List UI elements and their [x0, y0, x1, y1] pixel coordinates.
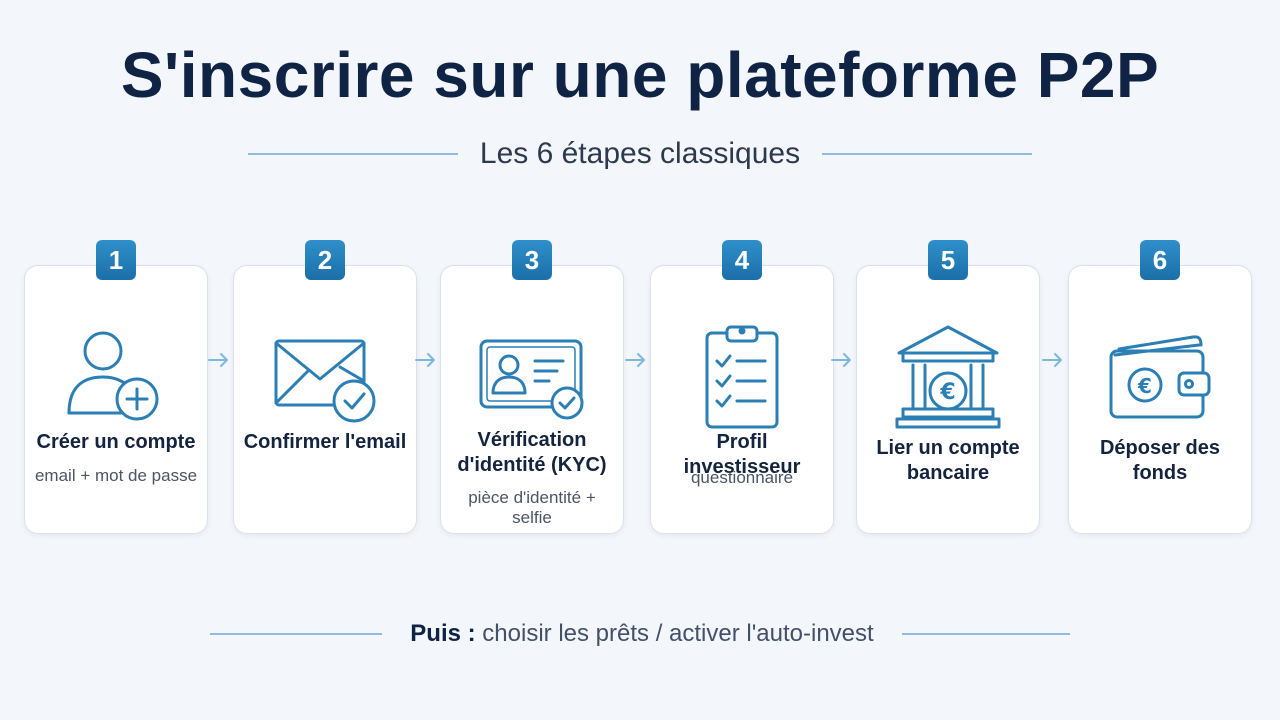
page-title: S'inscrire sur une plateforme P2P: [120, 39, 1160, 111]
step-6: 6 € Déposer des fonds: [1068, 240, 1252, 534]
step-description: questionnaire: [690, 468, 794, 487]
step-card: Confirmer l'email: [233, 265, 417, 534]
arrow-right-icon: [1042, 353, 1062, 367]
arrow-right-icon: [625, 353, 645, 367]
subtitle-rule-right: [822, 153, 1033, 155]
step-card: € Lier un compte bancaire: [856, 265, 1040, 534]
step-label: Vérification d'identité (KYC): [457, 429, 607, 476]
step-label: Lier un compte bancaire: [876, 437, 1020, 484]
step-3: 3 Vérification d'identité (KYC) pièce d'…: [440, 240, 624, 534]
step-card: € Déposer des fonds: [1068, 265, 1252, 534]
step-description: email + mot de passe: [34, 466, 198, 485]
envelope-check-icon: [270, 321, 380, 431]
step-card: Vérification d'identité (KYC) pièce d'id…: [440, 265, 624, 534]
step-label: Profil investisseur: [683, 431, 801, 478]
step-number-badge: 2: [305, 240, 345, 280]
user-add-icon: [61, 321, 171, 431]
bank-euro-icon: €: [893, 321, 1003, 431]
footer-rule-left: [210, 633, 383, 635]
step-1: 1 Créer un compte email + mot de passe: [24, 240, 208, 534]
step-number-badge: 1: [96, 240, 136, 280]
footer-rule-right: [901, 633, 1070, 635]
step-number-badge: 6: [1140, 240, 1180, 280]
footer-text: choisir les prêts / activer l'auto-inves…: [482, 620, 874, 647]
step-label: Créer un compte: [36, 431, 196, 453]
wallet-euro-icon: €: [1105, 321, 1215, 431]
subtitle-rule-left: [247, 153, 458, 155]
svg-text:€: €: [1137, 374, 1152, 398]
arrow-right-icon: [831, 353, 851, 367]
page-subtitle: Les 6 étapes classiques: [479, 137, 801, 170]
arrow-right-icon: [415, 353, 435, 367]
step-2: 2 Confirmer l'email: [233, 240, 417, 534]
step-label: Confirmer l'email: [243, 431, 407, 453]
step-card: Créer un compte email + mot de passe: [24, 265, 208, 534]
id-card-check-icon: [477, 321, 587, 431]
step-5: 5 € Lier un compte bancaire: [856, 240, 1040, 534]
step-label: Déposer des fonds: [1099, 437, 1221, 484]
footer-note: Puis : choisir les prêts / activer l'aut…: [410, 620, 873, 648]
step-card: Profil investisseur questionnaire: [650, 265, 834, 534]
step-4: 4 Profil investisseur questionnaire: [650, 240, 834, 534]
footer-row: Puis : choisir les prêts / activer l'aut…: [0, 616, 1280, 652]
step-description: pièce d'identité + selfie: [468, 488, 596, 527]
arrow-right-icon: [208, 353, 228, 367]
step-number-badge: 5: [928, 240, 968, 280]
subtitle-row: Les 6 étapes classiques: [0, 134, 1280, 174]
footer-lead: Puis :: [410, 620, 476, 647]
clipboard-checklist-icon: [687, 321, 797, 431]
step-number-badge: 3: [512, 240, 552, 280]
svg-text:€: €: [939, 380, 955, 405]
step-number-badge: 4: [722, 240, 762, 280]
